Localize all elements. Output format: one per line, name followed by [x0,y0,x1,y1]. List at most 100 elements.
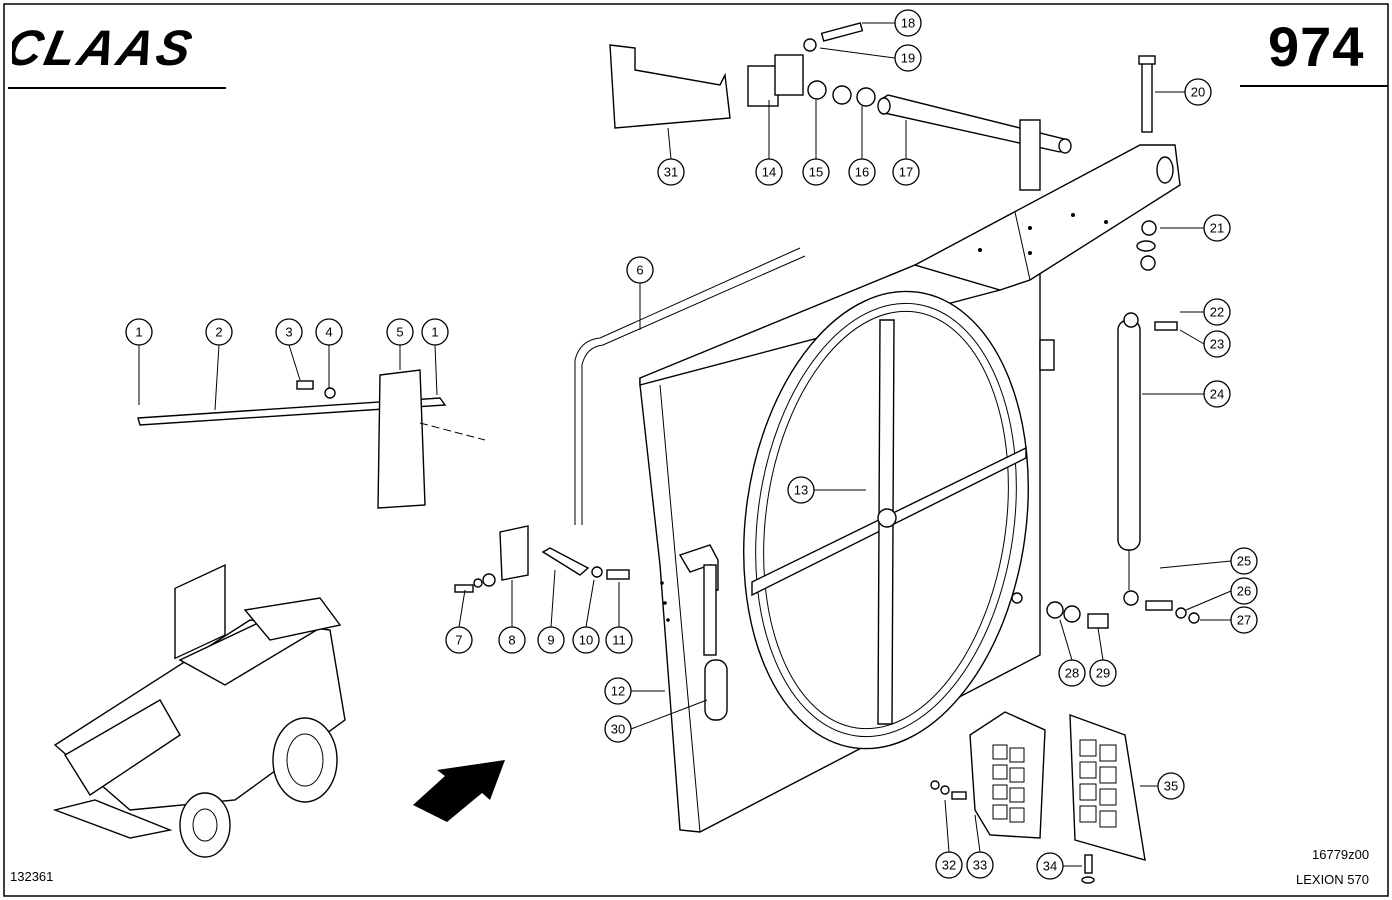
combine-harvester-thumbnail [52,564,346,858]
callout-31: 31 [657,158,685,186]
page-number: 974 [1268,15,1365,78]
callout-21: 21 [1203,214,1231,242]
callout-label: 10 [579,633,593,648]
callout-6: 6 [626,256,654,284]
hardware-parts-32-34 [930,780,1095,884]
drawing-code: 16779z00 [1312,847,1370,862]
callout-label: 31 [664,165,678,180]
callout-label: 25 [1237,554,1251,569]
callout-32: 32 [935,851,963,879]
linkage-rod-part-2 [137,369,486,509]
callout-24: 24 [1203,380,1231,408]
callout-label: 18 [901,16,915,31]
guard-plate-part-35 [1069,713,1146,861]
callout-11: 11 [605,626,633,654]
callout-17: 17 [892,158,920,186]
bolt-part-20 [1138,55,1156,133]
callout-35: 35 [1157,772,1185,800]
guard-plate-part-33 [969,711,1046,839]
callout-8: 8 [498,626,526,654]
callout-1-right: 1 [421,318,449,346]
callout-19: 19 [894,44,922,72]
callout-label: 16 [855,165,869,180]
logo-underline [8,87,226,89]
callout-label: 32 [942,858,956,873]
callout-label: 13 [794,483,808,498]
callout-1-left: 1 [125,318,153,346]
callout-label: 11 [612,633,626,648]
washer-part-15 [807,80,827,100]
nut-part-27 [1188,612,1200,624]
bracket-part-31 [609,44,731,129]
callout-20: 20 [1184,78,1212,106]
callout-label: 23 [1210,337,1224,352]
callout-label: 27 [1237,613,1251,628]
rotary-screen-frame [639,261,1055,833]
callout-29: 29 [1089,659,1117,687]
callout-label: 30 [611,722,625,737]
callout-16: 16 [848,158,876,186]
callout-label: 2 [215,325,222,340]
callout-7: 7 [445,626,473,654]
callout-9: 9 [537,626,565,654]
callout-4: 4 [315,318,343,346]
callout-30: 30 [604,715,632,743]
callout-label: 14 [762,165,776,180]
callout-14: 14 [755,158,783,186]
bolt-part-18 [820,22,864,42]
airflow-arrow [413,760,505,822]
callout-22: 22 [1203,298,1231,326]
callout-label: 35 [1164,779,1178,794]
callout-13: 13 [787,476,815,504]
claas-logo: CLAAS [12,22,200,72]
clamp-part-14 [747,54,804,107]
callout-10: 10 [572,626,600,654]
spacer-part-28b [1063,605,1081,623]
bolt-part-29 [1087,613,1109,629]
callout-33: 33 [966,851,994,879]
callout-28: 28 [1058,659,1086,687]
callout-label: 34 [1043,859,1057,874]
callout-label: 1 [135,325,142,340]
leader-lines [138,22,1232,867]
washer-part-19 [803,38,817,52]
callout-label: 1 [431,325,438,340]
callout-label: 12 [611,684,625,699]
callout-12: 12 [604,677,632,705]
svg-text:CLAAS: CLAAS [12,22,200,72]
washer-part-26 [1175,607,1187,619]
callout-label: 5 [396,325,403,340]
callout-25: 25 [1230,547,1258,575]
callout-26: 26 [1230,577,1258,605]
callout-27: 27 [1230,606,1258,634]
gas-strut-part-24 [1117,312,1141,606]
callout-18: 18 [894,9,922,37]
callout-label: 24 [1210,387,1224,402]
nut-stack-part-21 [1136,220,1157,271]
hardware-parts-7-11 [454,525,630,593]
callout-23: 23 [1203,330,1231,358]
spacer-part-28a [1046,601,1064,619]
callout-label: 7 [455,633,462,648]
support-arm [913,144,1181,291]
seal-strip-part-6 [574,247,806,525]
callout-label: 33 [973,858,987,873]
callout-label: 28 [1065,666,1079,681]
callout-label: 22 [1210,305,1224,320]
document-id: 132361 [10,869,54,884]
callout-label: 3 [285,325,292,340]
callout-label: 15 [809,165,823,180]
callout-2: 2 [205,318,233,346]
model-name: LEXION 570 [1296,872,1369,887]
callout-label: 29 [1096,666,1110,681]
callout-34: 34 [1036,852,1064,880]
callout-3: 3 [275,318,303,346]
callout-label: 19 [901,51,915,66]
callout-label: 9 [547,633,554,648]
ring-part-15b [832,85,852,105]
callout-label: 20 [1191,85,1205,100]
circlip-part-16 [856,87,876,107]
callout-label: 4 [325,325,332,340]
